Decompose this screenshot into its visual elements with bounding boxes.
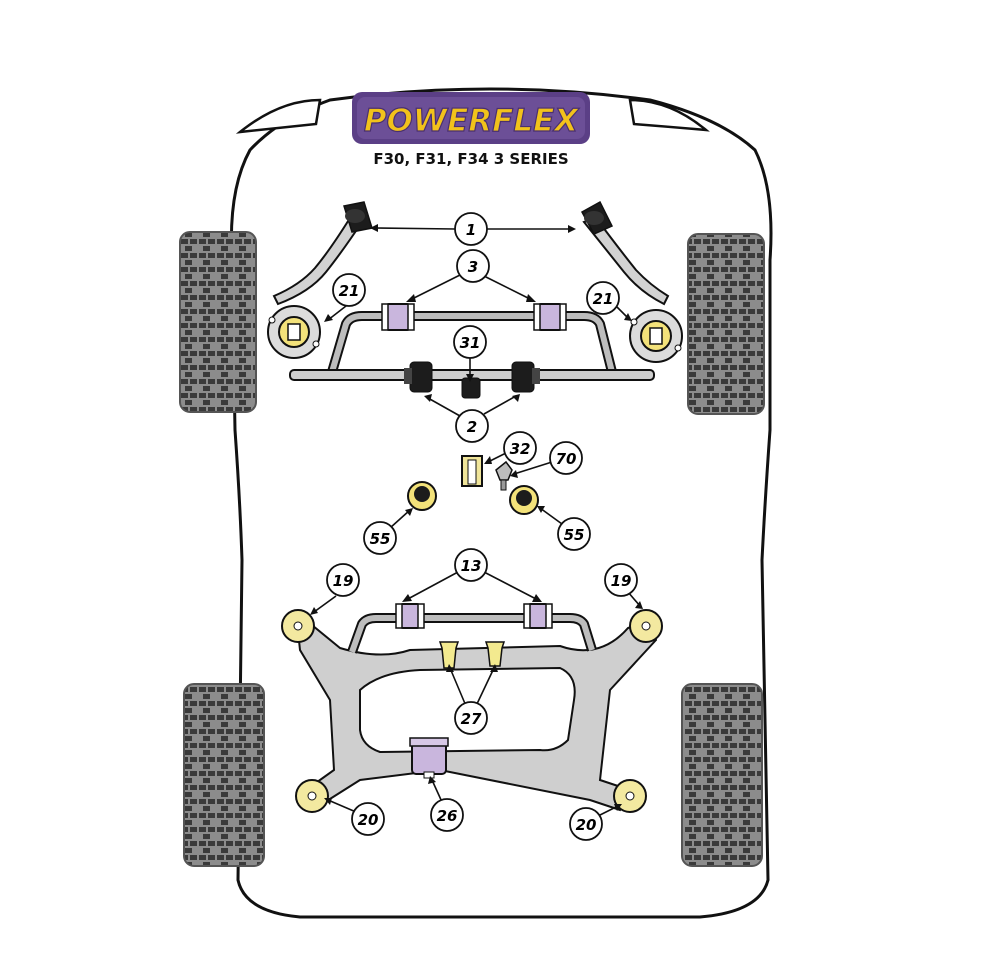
insert-32: [461, 455, 483, 487]
front-arb-bush-left: [381, 303, 415, 331]
callout-55-right: 55: [557, 517, 591, 551]
rear-subframe-front-right-bush: [629, 609, 663, 643]
svg-text:70: 70: [556, 450, 577, 468]
svg-text:55: 55: [370, 530, 391, 548]
callout-32: 32: [503, 431, 537, 465]
svg-text:55: 55: [564, 526, 585, 544]
front-left-control-arm: [272, 201, 373, 306]
callout-19-left: 19: [326, 563, 360, 597]
svg-text:21: 21: [339, 282, 360, 300]
front-wishbone-bush-right: [511, 361, 540, 393]
front-left-top-mount: [267, 305, 321, 359]
rear-arb-bush-right: [523, 603, 553, 629]
svg-text:1: 1: [466, 221, 476, 239]
left-headlight-shape: [235, 98, 322, 134]
svg-text:2: 2: [467, 418, 477, 436]
callout-21-left: 21: [332, 273, 366, 307]
rear-subframe-rear-left-bush: [295, 779, 329, 813]
front-right-wheel: [687, 233, 765, 415]
logo-text: POWERFLEX: [364, 103, 580, 139]
subframe-insert-right-27: [484, 641, 506, 667]
powerflex-logo: POWERFLEX: [352, 92, 590, 144]
callout-13: 13: [454, 548, 488, 582]
svg-text:26: 26: [437, 807, 458, 825]
svg-text:32: 32: [510, 440, 531, 458]
model-subtitle: F30, F31, F34 3 SERIES: [373, 150, 568, 168]
callout-70: 70: [549, 441, 583, 475]
front-left-wheel: [179, 231, 257, 413]
front-right-control-arm: [580, 200, 670, 306]
callout-20-left: 20: [351, 802, 385, 836]
callout-2: 2: [455, 409, 489, 443]
svg-text:20: 20: [576, 816, 597, 834]
svg-text:19: 19: [333, 572, 354, 590]
callout-20-right: 20: [569, 807, 603, 841]
subframe-insert-left-27: [438, 641, 460, 669]
rear-left-wheel: [183, 683, 265, 867]
engine-mount-right-55: [509, 485, 539, 515]
leader-lines: [313, 227, 641, 817]
svg-text:27: 27: [461, 710, 482, 728]
svg-text:3: 3: [468, 258, 478, 276]
front-wishbone-bush-left: [404, 361, 433, 393]
gearbox-mount-bush: [461, 377, 481, 399]
svg-text:21: 21: [593, 290, 614, 308]
callout-21-right: 21: [586, 281, 620, 315]
right-headlight-shape: [628, 98, 710, 132]
callout-31: 31: [453, 325, 487, 359]
svg-text:31: 31: [460, 334, 481, 352]
callout-3: 3: [456, 249, 490, 283]
rear-arb-bush-left: [395, 603, 425, 629]
rear-subframe-front-left-bush: [281, 609, 315, 643]
front-right-top-mount: [629, 309, 683, 363]
callout-55-left: 55: [363, 521, 397, 555]
rear-right-wheel: [681, 683, 763, 867]
callout-26: 26: [430, 798, 464, 832]
callout-1: 1: [454, 212, 488, 246]
svg-text:13: 13: [461, 557, 482, 575]
engine-mount-left-55: [407, 481, 437, 511]
bolt-70: [495, 460, 513, 491]
front-arb-bush-right: [533, 303, 567, 331]
callout-27: 27: [454, 701, 488, 735]
svg-text:19: 19: [611, 572, 632, 590]
callout-19-right: 19: [604, 563, 638, 597]
svg-text:20: 20: [358, 811, 379, 829]
arrowheads: [310, 224, 643, 811]
diff-mount-bush-26: [409, 737, 449, 779]
